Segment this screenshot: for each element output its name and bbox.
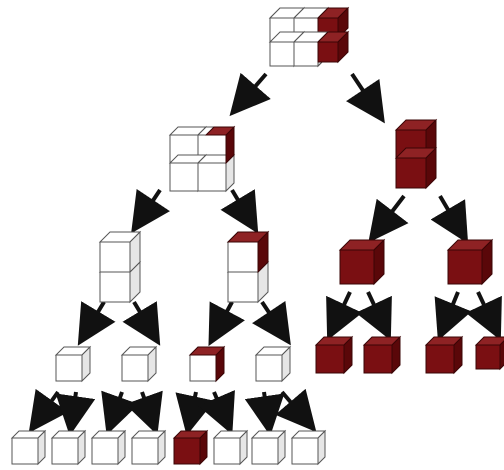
- arrow-l2a-right: [122, 300, 161, 346]
- arrow-red3-right: [465, 291, 502, 341]
- arrow-red2-right: [355, 291, 392, 341]
- arrow-root-left: [229, 72, 271, 117]
- arrow-l1-left: [131, 188, 170, 234]
- leaf-cube-5: [172, 429, 209, 466]
- arrow-l3a-right: [55, 391, 96, 436]
- arrow-red3-left: [434, 291, 472, 341]
- l2-stack-left-upper: [98, 230, 142, 274]
- l3-red-cube-4: [474, 336, 504, 371]
- l3-cube-c-red-top: [188, 346, 226, 356]
- leaf-cube-7: [250, 429, 287, 466]
- arrow-l2b-right: [252, 300, 291, 346]
- leaf-cube-1: [10, 429, 47, 466]
- l1-red-top: [204, 126, 236, 136]
- arrows-layer: [28, 72, 502, 436]
- l2-stack-right-red-top: [226, 231, 270, 243]
- root-cube-front-right-low: [316, 30, 350, 64]
- arrow-l3d-left: [244, 391, 285, 436]
- leaf-cube-8: [290, 429, 327, 466]
- arrow-l2b-left: [208, 301, 245, 347]
- l3-cube-b: [120, 345, 158, 383]
- arrow-l3b-right: [125, 390, 163, 436]
- l2-red-cube-left: [338, 238, 386, 286]
- l1-red-bottom-cube: [394, 146, 438, 190]
- arrow-l3b-left: [101, 390, 139, 436]
- l3-red-cube-2: [362, 335, 402, 375]
- leaf-cube-2: [50, 429, 87, 466]
- arrow-l3c-left: [175, 391, 215, 436]
- leaf-cube-4: [130, 429, 167, 466]
- arrow-red2-left: [326, 291, 363, 341]
- cubes-layer: [10, 6, 504, 466]
- arrow-red-right: [430, 194, 469, 244]
- l2-red-cube-right: [446, 238, 494, 286]
- leaf-cube-6: [212, 429, 249, 466]
- l3-cube-a: [54, 345, 92, 383]
- arrow-l3c-right: [198, 390, 235, 435]
- l3-red-cube-1: [314, 335, 354, 375]
- arrow-red-left: [368, 194, 409, 243]
- arrow-l2a-left: [77, 300, 116, 346]
- arrow-root-right: [346, 72, 385, 124]
- arrow-l1-right: [220, 188, 259, 234]
- l3-cube-d: [254, 345, 292, 383]
- arrow-l3d-right: [275, 388, 317, 433]
- arrow-l3a-left: [28, 388, 69, 434]
- l3-red-cube-3: [424, 335, 464, 375]
- leaf-cube-3: [90, 429, 127, 466]
